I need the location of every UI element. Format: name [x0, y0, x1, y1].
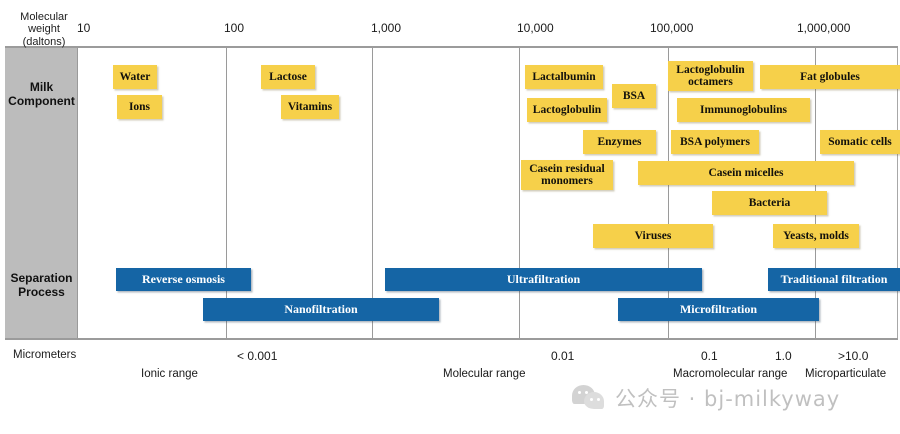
- mw-tick-4: 100,000: [650, 21, 694, 35]
- micrometer-axis-label: Micrometers: [13, 349, 77, 361]
- milk-component-box: Bacteria: [712, 191, 827, 215]
- range-label-3: Microparticulate: [805, 368, 887, 380]
- wechat-icon: [572, 385, 606, 411]
- milk-component-box: Lactalbumin: [525, 65, 603, 89]
- micrometer-tick-1: 0.01: [551, 349, 575, 363]
- milk-component-box: BSA polymers: [671, 130, 759, 154]
- range-label-0: Ionic range: [141, 368, 198, 380]
- milk-component-box: Lactoglobulin: [527, 98, 607, 122]
- separation-process-bar: Microfiltration: [618, 298, 819, 321]
- mw-tick-1: 100: [224, 21, 245, 35]
- milk-component-box: Immunoglobulins: [677, 98, 810, 122]
- gridline-0: [226, 48, 227, 338]
- milk-component-box: Fat globules: [760, 65, 900, 89]
- milk-component-box: Enzymes: [583, 130, 656, 154]
- milk-component-box: Yeasts, molds: [773, 224, 859, 248]
- gridline-1: [372, 48, 373, 338]
- gridline-3: [668, 48, 669, 338]
- mw-tick-2: 1,000: [371, 21, 402, 35]
- row-label-milk-component: Milk Component: [8, 80, 75, 108]
- mw-tick-0: 10: [77, 21, 91, 35]
- row-label-sidebar: Milk Component Separation Process: [5, 48, 78, 338]
- milk-component-box: Viruses: [593, 224, 713, 248]
- separation-process-bar: Traditional filtration: [768, 268, 900, 291]
- separation-process-bar: Ultrafiltration: [385, 268, 702, 291]
- micrometer-tick-0: < 0.001: [237, 349, 278, 363]
- range-label-2: Macromolecular range: [673, 368, 788, 380]
- molecular-weight-axis-label: Molecular weight (daltons): [20, 11, 68, 48]
- milk-component-box: Casein micelles: [638, 161, 854, 185]
- milk-component-box: Water: [113, 65, 157, 89]
- separation-process-bar: Nanofiltration: [203, 298, 439, 321]
- milk-component-box: BSA: [612, 84, 656, 108]
- range-label-1: Molecular range: [443, 368, 526, 380]
- molecular-weight-axis: Molecular weight (daltons) 10 100 1,000 10,…: [5, 5, 898, 48]
- row-label-separation-process: Separation Process: [10, 271, 73, 299]
- micrometer-tick-4: >10.0: [838, 349, 869, 363]
- micrometer-tick-3: 1.0: [775, 349, 792, 363]
- gridline-2: [519, 48, 520, 338]
- mw-tick-5: 1,000,000: [797, 21, 851, 35]
- milk-component-box: Vitamins: [281, 95, 339, 119]
- mw-tick-3: 10,000: [517, 21, 554, 35]
- milk-component-box: Somatic cells: [820, 130, 900, 154]
- milk-component-box: Casein residual monomers: [521, 160, 613, 190]
- micrometer-axis: Micrometers < 0.001 0.01 0.1 1.0 >10.0 Ionic…: [5, 338, 898, 386]
- separation-process-bar: Reverse osmosis: [116, 268, 251, 291]
- milk-component-box: Ions: [117, 95, 162, 119]
- micrometer-tick-2: 0.1: [701, 349, 718, 363]
- watermark-text: 公众号 · bj-milkyway: [615, 387, 841, 411]
- milk-component-box: Lactoglobulin octamers: [668, 61, 753, 91]
- milk-component-box: Lactose: [261, 65, 315, 89]
- watermark: 公众号 · bj-milkyway: [572, 383, 840, 413]
